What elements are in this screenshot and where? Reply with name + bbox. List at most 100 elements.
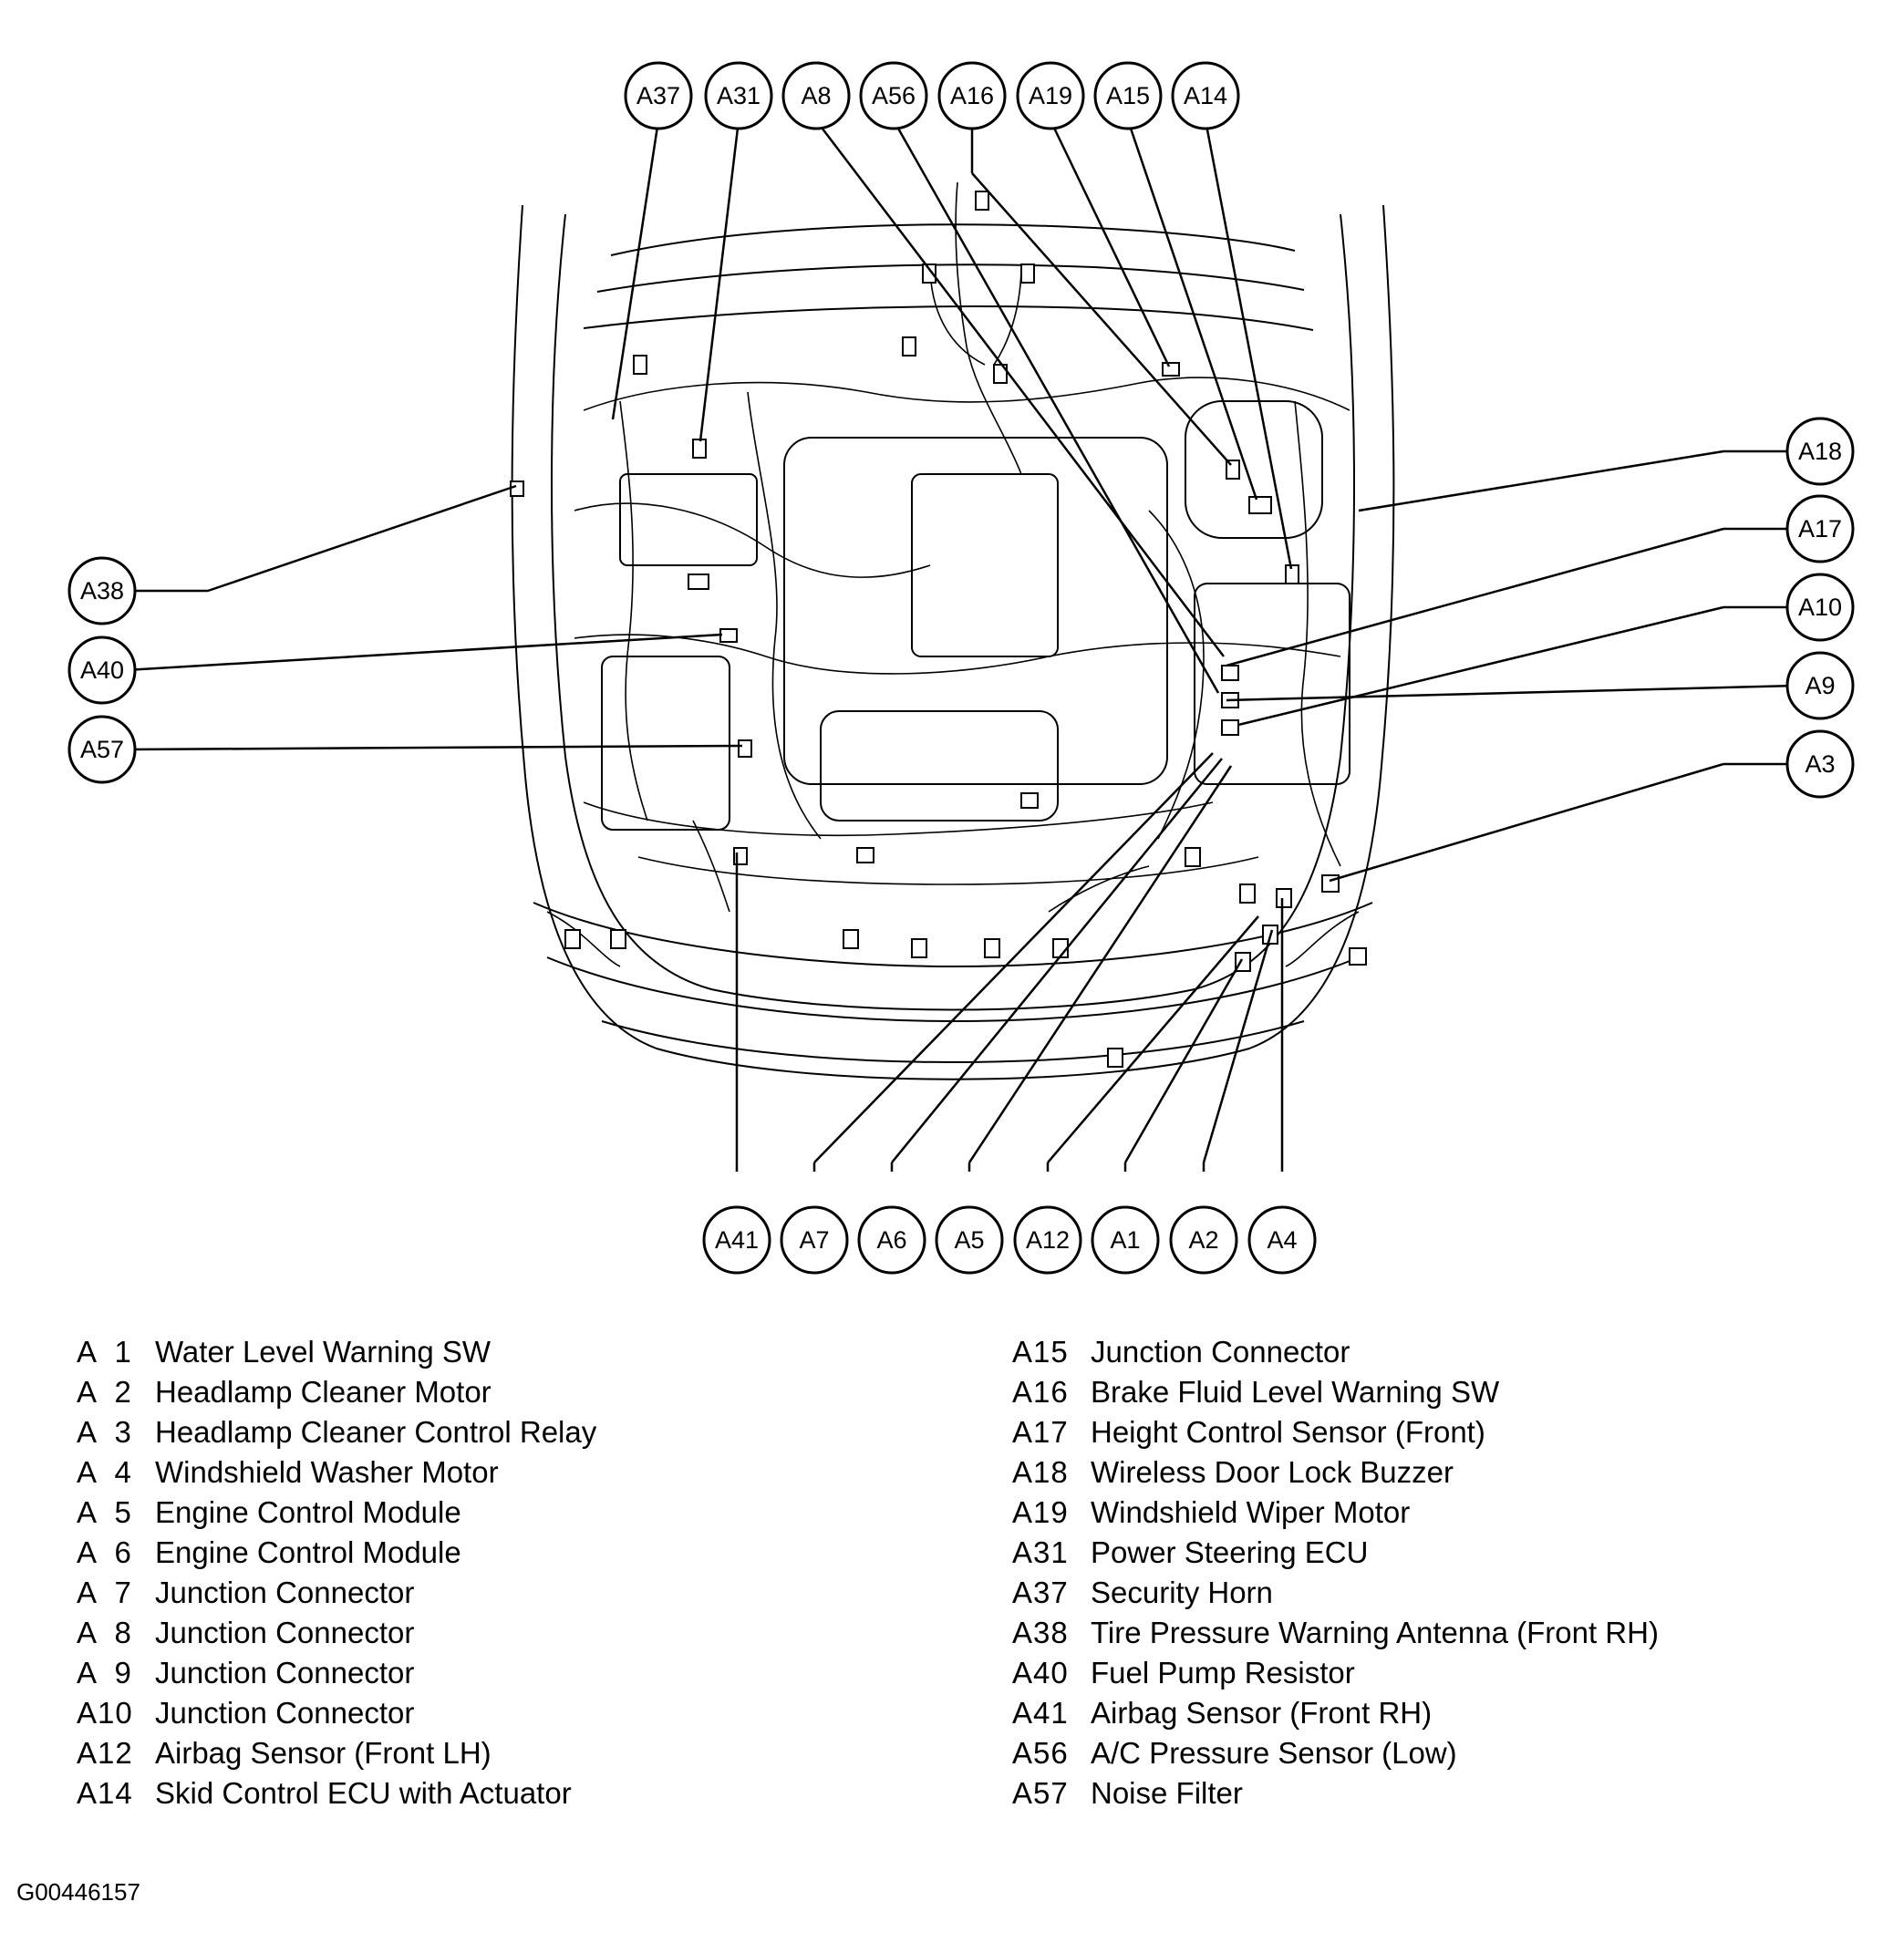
callout: A9 bbox=[1785, 651, 1855, 720]
callout: A3 bbox=[1785, 729, 1855, 799]
legend-code: A 9 bbox=[77, 1656, 132, 1690]
callout: A56 bbox=[859, 61, 928, 130]
legend-code: A12 bbox=[77, 1736, 133, 1770]
legend-row: A38 Tire Pressure Warning Antenna (Front … bbox=[1012, 1613, 1659, 1653]
callout: A8 bbox=[781, 61, 851, 130]
callout-circle bbox=[1093, 61, 1163, 130]
legend-name: Brake Fluid Level Warning SW bbox=[1091, 1375, 1500, 1409]
legend-name: Airbag Sensor (Front RH) bbox=[1091, 1696, 1433, 1730]
callout-label: A37 bbox=[636, 82, 680, 109]
legend-code: A 2 bbox=[77, 1375, 132, 1409]
legend-code: A17 bbox=[1012, 1415, 1069, 1449]
legend-row: A 4 Windshield Washer Motor bbox=[77, 1452, 596, 1493]
callout-circle bbox=[1785, 573, 1855, 642]
legend-code: A15 bbox=[1012, 1335, 1069, 1369]
callout-circle bbox=[67, 715, 137, 784]
callout: A17 bbox=[1785, 494, 1855, 563]
legend-name: Security Horn bbox=[1091, 1576, 1273, 1609]
engine-wiring-sketch bbox=[510, 181, 1367, 1068]
legend-code: A19 bbox=[1012, 1495, 1069, 1529]
legend-code: A 3 bbox=[77, 1415, 132, 1449]
legend-name: Engine Control Module bbox=[155, 1535, 461, 1569]
callout-label: A40 bbox=[80, 656, 124, 684]
legend-name: Junction Connector bbox=[155, 1696, 415, 1730]
callout-circle bbox=[704, 61, 773, 130]
legend-code: A38 bbox=[1012, 1616, 1069, 1649]
legend-code: A 1 bbox=[77, 1335, 132, 1369]
callout-circle bbox=[780, 1205, 849, 1275]
callout: A31 bbox=[704, 61, 773, 130]
legend-row: A14 Skid Control ECU with Actuator bbox=[77, 1773, 596, 1814]
callout: A14 bbox=[1171, 61, 1240, 130]
callout-circle bbox=[1247, 1205, 1317, 1275]
callout-circle bbox=[859, 61, 928, 130]
callout-label: A14 bbox=[1184, 82, 1227, 109]
legend-name: A/C Pressure Sensor (Low) bbox=[1091, 1736, 1457, 1770]
legend-name: Airbag Sensor (Front LH) bbox=[155, 1736, 492, 1770]
legend-row: A12 Airbag Sensor (Front LH) bbox=[77, 1733, 596, 1773]
legend-name: Water Level Warning SW bbox=[155, 1335, 491, 1369]
callout-circle bbox=[67, 636, 137, 705]
callout-label: A1 bbox=[1110, 1226, 1140, 1254]
legend-code: A14 bbox=[77, 1776, 133, 1810]
callout-label: A16 bbox=[950, 82, 994, 109]
callout-circle bbox=[937, 61, 1007, 130]
callout: A6 bbox=[857, 1205, 926, 1275]
callout: A38 bbox=[67, 556, 137, 625]
legend-name: Headlamp Cleaner Motor bbox=[155, 1375, 492, 1409]
legend-code: A16 bbox=[1012, 1375, 1069, 1409]
legend-row: A19 Windshield Wiper Motor bbox=[1012, 1493, 1659, 1533]
callout-label: A17 bbox=[1798, 515, 1842, 542]
legend-code: A 8 bbox=[77, 1616, 132, 1649]
legend-left-column: A 1 Water Level Warning SW A 2 Headlamp Cle… bbox=[77, 1332, 596, 1814]
callout-label: A9 bbox=[1805, 672, 1835, 699]
legend-name: Engine Control Module bbox=[155, 1495, 461, 1529]
legend-name: Junction Connector bbox=[155, 1616, 415, 1649]
callout: A5 bbox=[935, 1205, 1004, 1275]
callout: A41 bbox=[702, 1205, 771, 1275]
callout: A4 bbox=[1247, 1205, 1317, 1275]
callout-circle bbox=[857, 1205, 926, 1275]
vehicle-outline bbox=[511, 204, 1395, 1080]
callout: A12 bbox=[1013, 1205, 1082, 1275]
callout-label: A31 bbox=[717, 82, 761, 109]
callout-circle bbox=[702, 1205, 771, 1275]
legend-row: A 2 Headlamp Cleaner Motor bbox=[77, 1372, 596, 1412]
callout-label: A56 bbox=[872, 82, 916, 109]
callout: A37 bbox=[624, 61, 693, 130]
legend-name: Windshield Washer Motor bbox=[155, 1455, 499, 1489]
legend-code: A57 bbox=[1012, 1776, 1069, 1810]
legend-code: A 4 bbox=[77, 1455, 132, 1489]
legend-row: A 8 Junction Connector bbox=[77, 1613, 596, 1653]
legend-name: Windshield Wiper Motor bbox=[1091, 1495, 1411, 1529]
callout-circle bbox=[1785, 417, 1855, 486]
legend-row: A41 Airbag Sensor (Front RH) bbox=[1012, 1693, 1659, 1733]
callout-circle bbox=[1785, 651, 1855, 720]
legend-name: Skid Control ECU with Actuator bbox=[155, 1776, 572, 1810]
legend-row: A 1 Water Level Warning SW bbox=[77, 1332, 596, 1372]
legend-row: A16 Brake Fluid Level Warning SW bbox=[1012, 1372, 1659, 1412]
legend-code: A18 bbox=[1012, 1455, 1069, 1489]
legend-name: Fuel Pump Resistor bbox=[1091, 1656, 1355, 1690]
legend-name: Tire Pressure Warning Antenna (Front RH) bbox=[1091, 1616, 1659, 1649]
callout: A18 bbox=[1785, 417, 1855, 486]
callout-label: A19 bbox=[1029, 82, 1072, 109]
callout-circle bbox=[1171, 61, 1240, 130]
callout: A10 bbox=[1785, 573, 1855, 642]
callout-circle bbox=[624, 61, 693, 130]
legend-code: A41 bbox=[1012, 1696, 1069, 1730]
callout-label: A7 bbox=[799, 1226, 829, 1254]
legend-code: A 6 bbox=[77, 1535, 132, 1569]
